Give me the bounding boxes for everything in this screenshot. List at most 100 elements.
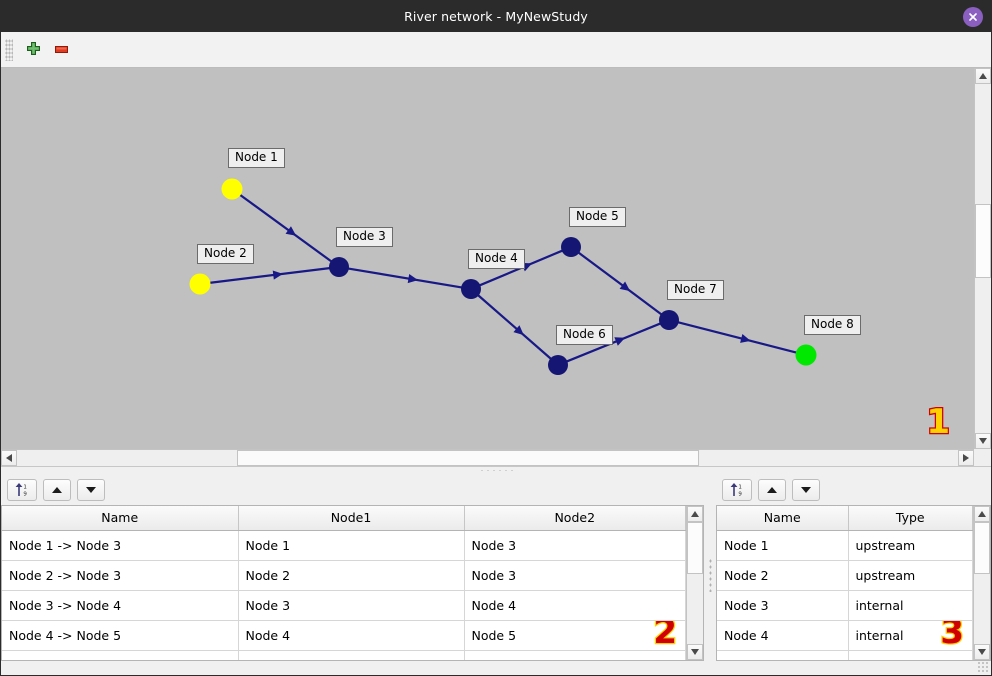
graph-edge[interactable] [577, 251, 663, 316]
graph-node-label[interactable]: Node 1 [228, 148, 285, 169]
reach-sort-button[interactable]: 1 9 [7, 478, 37, 501]
graph-node[interactable] [461, 279, 481, 299]
scroll-right-button[interactable] [958, 450, 974, 466]
graph-node-label[interactable]: Node 6 [556, 325, 613, 346]
graph-vscroll-track[interactable] [975, 84, 991, 433]
table-cell[interactable]: Node 2 [717, 560, 849, 591]
reach-move-down-button[interactable] [77, 478, 105, 501]
graph-node[interactable] [795, 344, 817, 366]
reach-scroll-up-button[interactable] [687, 506, 703, 522]
table-cell[interactable]: Node 1 -> Node 3 [2, 530, 239, 561]
table-cell[interactable]: Node 3 [464, 530, 686, 561]
graph-edge[interactable] [677, 321, 798, 354]
table-cell-empty [848, 650, 973, 660]
table-cell[interactable]: Node 3 [717, 590, 849, 621]
table-cell[interactable]: Node 3 -> Node 4 [2, 590, 239, 621]
graph-node[interactable] [659, 310, 679, 330]
table-cell[interactable]: Node 2 -> Node 3 [2, 560, 239, 591]
graph-edge[interactable] [477, 294, 552, 360]
node-vscroll-track[interactable] [974, 522, 990, 644]
table-cell[interactable]: Node 3 [464, 560, 686, 591]
column-header[interactable]: Type [848, 506, 973, 531]
table-cell[interactable]: Node 3 [238, 590, 465, 621]
annotation-badge-2: 2 [652, 620, 678, 650]
table-cell[interactable]: Node 1 [717, 530, 849, 561]
horizontal-splitter[interactable] [1, 466, 991, 474]
graph-vscroll-thumb[interactable] [975, 204, 991, 278]
column-header[interactable]: Node1 [238, 506, 465, 531]
graph-node-label[interactable]: Node 5 [569, 207, 626, 228]
reach-table-vertical-scrollbar[interactable] [686, 506, 703, 660]
network-graph-canvas[interactable]: Node 1 Node 2 Node 3 Node 4 Node 5 Node 6 Node… [1, 68, 974, 449]
column-header[interactable]: Node2 [464, 506, 686, 531]
table-cell[interactable]: upstream [848, 530, 973, 561]
add-node-button[interactable] [19, 36, 47, 64]
scroll-down-button[interactable] [975, 433, 991, 449]
graph-node[interactable] [189, 273, 211, 295]
graph-node-label[interactable]: Node 2 [197, 244, 254, 265]
table-cell[interactable]: Node 1 [238, 530, 465, 561]
graph-horizontal-scrollbar[interactable] [1, 449, 974, 466]
vertical-splitter[interactable] [704, 474, 716, 675]
reach-vscroll-thumb[interactable] [687, 522, 703, 574]
table-cell[interactable]: upstream [848, 560, 973, 591]
table-cell[interactable]: Node 4 [717, 620, 849, 651]
reach-scroll-down-button[interactable] [687, 644, 703, 660]
table-cell[interactable]: internal [848, 590, 973, 621]
node-move-down-button[interactable] [792, 478, 820, 501]
node-move-up-button[interactable] [758, 478, 786, 501]
node-table-vertical-scrollbar[interactable] [973, 506, 990, 660]
graph-node-label[interactable]: Node 4 [468, 249, 525, 270]
network-graph-svg [189, 178, 817, 375]
graph-node-label[interactable]: Node 3 [336, 227, 393, 248]
graph-node[interactable] [329, 257, 349, 277]
node-sort-button[interactable]: 1 9 [722, 478, 752, 501]
window-resize-grip[interactable] [977, 661, 988, 672]
triangle-down-icon [801, 486, 811, 493]
graph-edge[interactable] [348, 267, 462, 289]
close-window-button[interactable] [963, 6, 983, 27]
scroll-left-button[interactable] [1, 450, 17, 466]
remove-node-button[interactable] [47, 36, 75, 64]
graph-hscroll-thumb[interactable] [237, 450, 699, 466]
graph-edge[interactable] [239, 193, 332, 263]
column-header[interactable]: Name [717, 506, 849, 531]
table-cell[interactable]: Node 2 [238, 560, 465, 591]
column-header[interactable]: Name [2, 506, 239, 531]
scroll-up-button[interactable] [975, 68, 991, 84]
table-cell[interactable]: Node 4 -> Node 5 [2, 620, 239, 651]
graph-hscroll-track[interactable] [17, 450, 958, 466]
table-cell[interactable]: Node 4 [238, 620, 465, 651]
graph-node[interactable] [221, 178, 243, 200]
graph-node-label[interactable]: Node 7 [667, 280, 724, 301]
table-cell-empty [2, 650, 239, 660]
graph-vertical-scrollbar[interactable] [974, 68, 991, 449]
node-vscroll-thumb[interactable] [974, 522, 990, 574]
graph-edge[interactable] [209, 267, 330, 284]
graph-edge[interactable] [566, 322, 661, 363]
graph-node[interactable] [548, 355, 568, 375]
reach-vscroll-track[interactable] [687, 522, 703, 644]
table-cell[interactable]: Node 4 [464, 590, 686, 621]
node-scroll-down-button[interactable] [974, 644, 990, 660]
reach-move-up-button[interactable] [43, 478, 71, 501]
graph-node-label[interactable]: Node 8 [804, 315, 861, 336]
toolbar-drag-handle[interactable] [5, 38, 13, 61]
graph-node[interactable] [561, 237, 581, 257]
node-scroll-up-button[interactable] [974, 506, 990, 522]
